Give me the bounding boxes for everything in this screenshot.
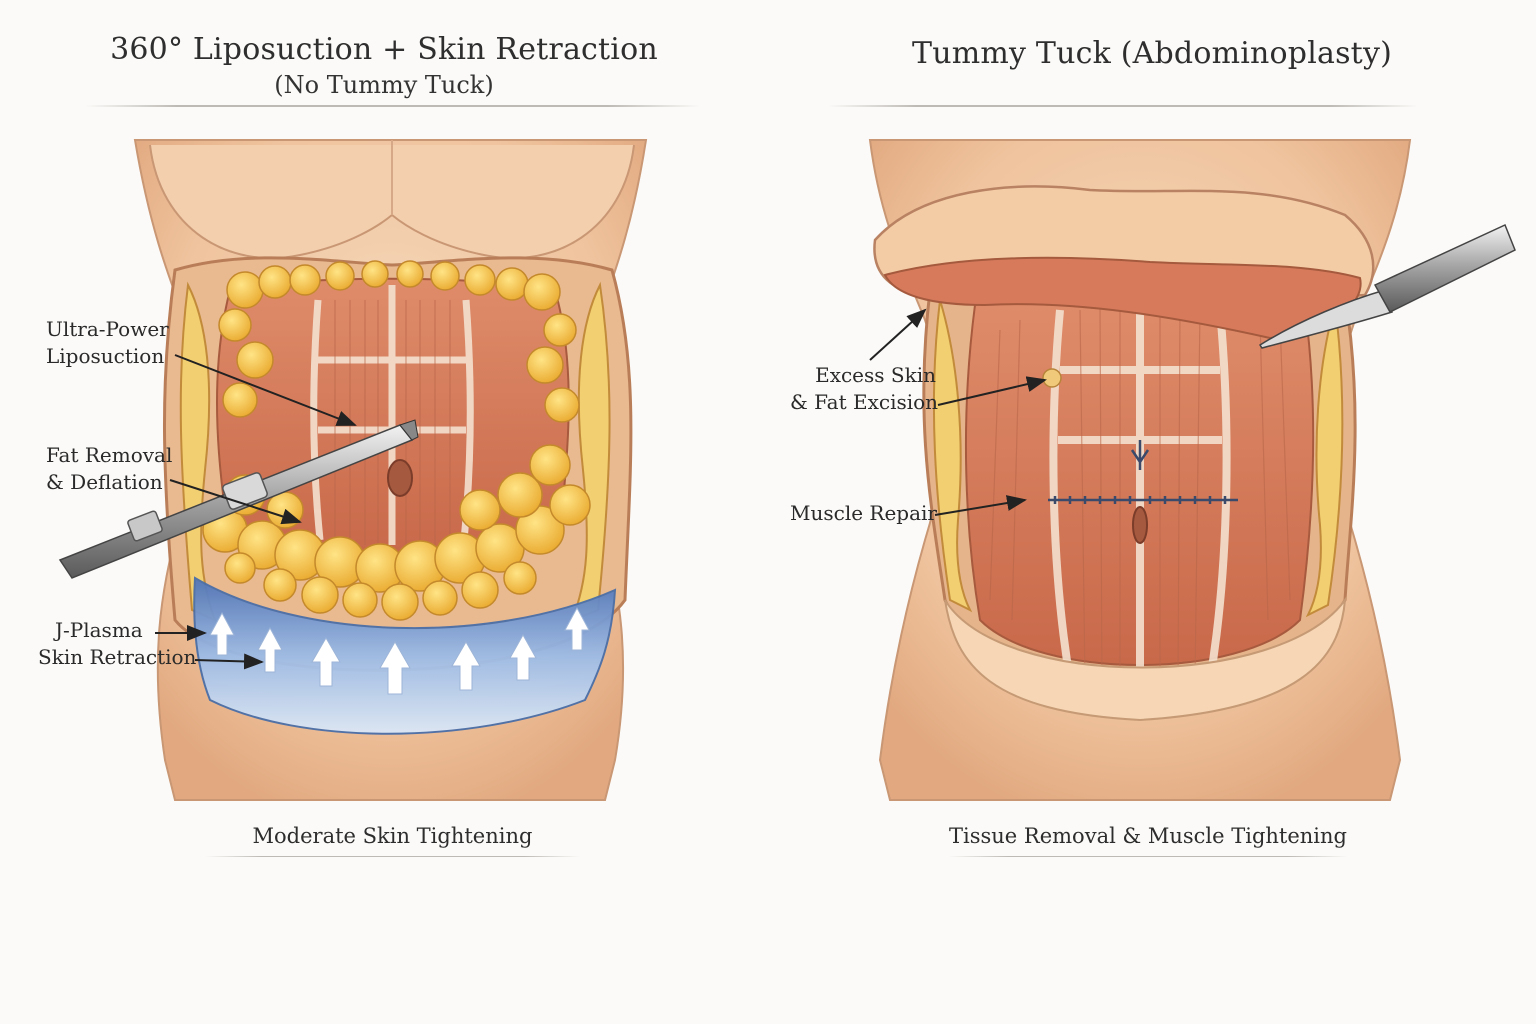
left-plasma-band	[193, 576, 617, 735]
label-line: & Fat Excision	[790, 390, 939, 414]
left-caption: Moderate Skin Tightening	[252, 824, 533, 848]
label-line: Ultra-Power	[46, 317, 169, 341]
right-caption-rule	[948, 856, 1348, 857]
left-caption-rule	[205, 856, 580, 857]
left-subtitle: (No Tummy Tuck)	[274, 71, 494, 99]
right-title-block: Tummy Tuck (Abdominoplasty)	[768, 36, 1536, 71]
label-fat-removal: Fat Removal & Deflation	[46, 442, 172, 496]
label-line: & Deflation	[46, 470, 163, 494]
muscle-repair-suture	[1048, 440, 1238, 504]
left-title: 360° Liposuction + Skin Retraction	[110, 32, 658, 67]
right-title: Tummy Tuck (Abdominoplasty)	[911, 36, 1392, 71]
label-line: Skin Retraction	[38, 645, 197, 669]
left-leader-lines	[155, 354, 357, 670]
label-j-plasma: J-Plasma Skin Retraction	[38, 617, 197, 671]
label-line: Fat Removal	[46, 443, 173, 467]
left-title-block: 360° Liposuction + Skin Retraction (No T…	[0, 32, 768, 99]
left-panel: 360° Liposuction + Skin Retraction (No T…	[0, 32, 768, 857]
label-ultra-power-liposuction: Ultra-Power Liposuction	[46, 316, 169, 370]
label-muscle-repair: Muscle Repair	[790, 501, 937, 525]
label-excess-skin: Excess Skin & Fat Excision	[790, 362, 939, 416]
left-title-rule	[85, 105, 700, 107]
right-leader-lines	[869, 308, 1047, 516]
right-title-rule	[828, 105, 1418, 107]
right-panel: Tummy Tuck (Abdominoplasty) Excess Skin …	[768, 0, 1536, 1024]
left-upper-fat	[218, 260, 580, 423]
right-caption: Tissue Removal & Muscle Tightening	[949, 824, 1347, 848]
right-torso-figure	[868, 139, 1516, 801]
label-line: Excess Skin	[815, 363, 936, 387]
scalpel	[1258, 223, 1516, 349]
left-lower-fat	[202, 444, 591, 621]
label-line: Liposuction	[46, 344, 165, 368]
left-plasma-arrows	[209, 606, 590, 695]
label-line: J-Plasma	[55, 618, 143, 642]
